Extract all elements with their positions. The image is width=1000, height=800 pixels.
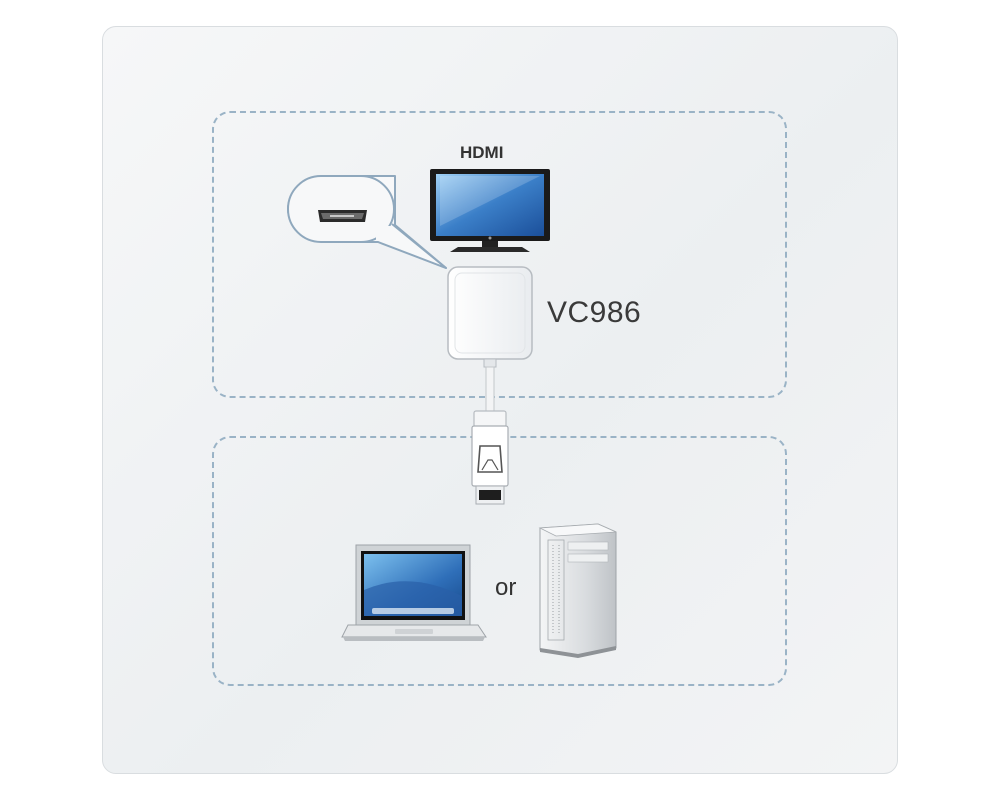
adapter-model-label: VC986 bbox=[547, 296, 642, 329]
hdmi-label: HDMI bbox=[460, 143, 504, 162]
hdmi-monitor-icon bbox=[430, 169, 550, 252]
or-separator-label: or bbox=[495, 574, 517, 601]
laptop-icon bbox=[341, 544, 487, 641]
adapter-icon bbox=[447, 266, 533, 413]
display-zone bbox=[212, 111, 787, 398]
desktop-tower-icon bbox=[538, 523, 617, 658]
diagram-card bbox=[102, 26, 898, 774]
displayport-plug-icon bbox=[471, 410, 509, 505]
hdmi-port-callout-icon bbox=[287, 175, 447, 269]
